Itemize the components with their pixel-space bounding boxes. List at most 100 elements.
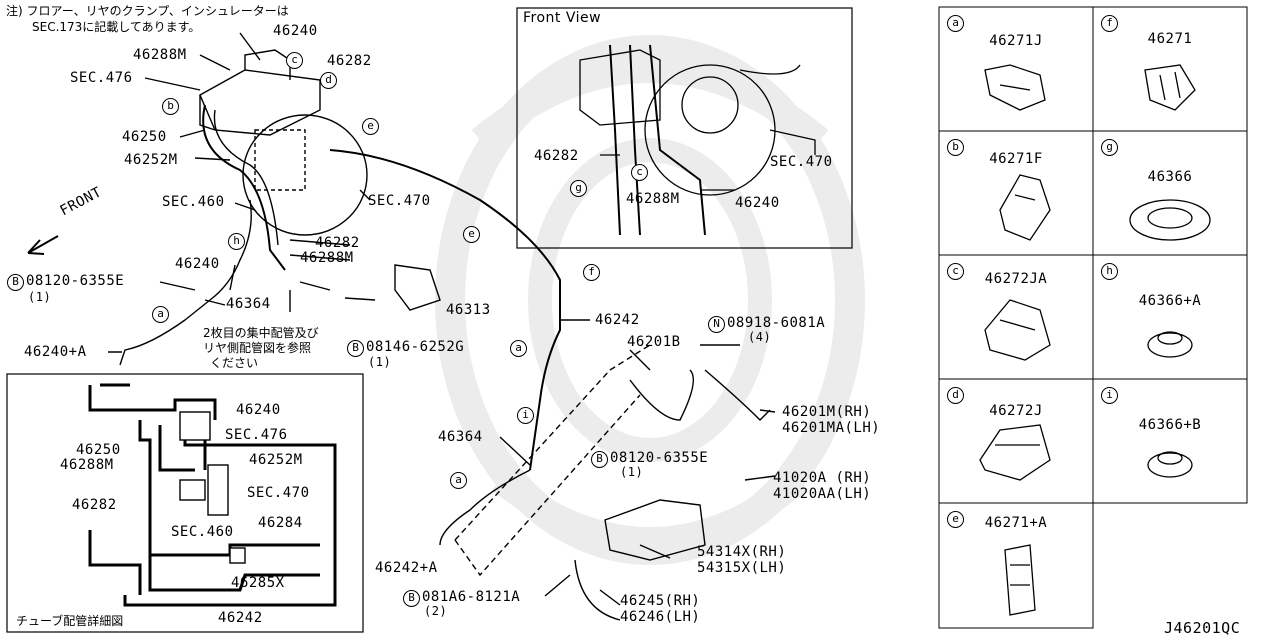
label-sec460: SEC.460 [162, 194, 225, 210]
label-46313: 46313 [446, 302, 491, 318]
fv-label-46240: 46240 [735, 195, 780, 211]
fv-label-sec470: SEC.470 [770, 154, 833, 170]
clip-letter: f [1101, 15, 1118, 32]
clip-cell-c: c 46272JA [939, 255, 1093, 379]
detail-frame [6, 373, 364, 633]
label-46288m-mid: 46288M [300, 250, 354, 266]
clip-part-number: 46271 [1147, 31, 1193, 47]
label-bolt-081a6-8121a: 081A6-8121A [422, 589, 521, 605]
callout-h: h [228, 233, 245, 250]
clip-letter: c [947, 263, 964, 280]
label-46246-lh: 46246(LH) [620, 609, 701, 625]
label-bolt-qty-4: (2) [424, 604, 448, 618]
label-sec470: SEC.470 [368, 193, 431, 209]
label-46364-mid: 46364 [438, 429, 483, 445]
label-bolt-qty-2: (1) [368, 355, 392, 369]
detail-label-sec470: SEC.470 [247, 485, 310, 501]
callout-c: c [286, 52, 303, 69]
detail-label-46252m: 46252M [249, 452, 303, 468]
label-bolt-08120-6355e: 08120-6355E [26, 273, 125, 289]
callout-b: b [162, 98, 179, 115]
label-46252m: 46252M [124, 152, 178, 168]
clip-cell-f: f 46271 [1093, 7, 1247, 131]
front-view-booster [644, 64, 776, 196]
label-46240a: 46240+A [24, 344, 87, 360]
label-46364-left: 46364 [226, 296, 271, 312]
label-54314x-rh: 54314X(RH) [697, 544, 787, 560]
label-46250: 46250 [122, 129, 167, 145]
clip-letter: g [1101, 139, 1118, 156]
fv-callout-g: g [570, 180, 587, 197]
callout-i: i [517, 407, 534, 424]
detail-title: チューブ配管詳細図 [16, 614, 124, 628]
detail-label-sec476: SEC.476 [225, 427, 288, 443]
clip-part-number: 46272JA [984, 271, 1048, 287]
callout-a-1: a [152, 306, 169, 323]
bolt-b-marker-2: B [347, 340, 364, 357]
detail-label-46240: 46240 [236, 402, 281, 418]
clip-cell-i: i 46366+B [1093, 379, 1247, 503]
note-line-2: SEC.173に記載してあります。 [32, 20, 201, 34]
callout-f: f [583, 264, 600, 281]
label-46201m-rh: 46201M(RH) [782, 404, 872, 420]
clip-letter: b [947, 139, 964, 156]
detail-label-sec460: SEC.460 [171, 524, 234, 540]
clip-letter: i [1101, 387, 1118, 404]
clip-letter: e [947, 511, 964, 528]
brake-booster [242, 114, 368, 236]
detail-label-46285x: 46285X [231, 575, 285, 591]
callout-e-2: e [463, 226, 480, 243]
label-46288m-top: 46288M [133, 47, 187, 63]
clip-cell-g: g 46366 [1093, 131, 1247, 255]
bolt-b-marker-4: B [403, 590, 420, 607]
callout-a-3: a [450, 472, 467, 489]
clip-part-number: 46366+A [1138, 293, 1202, 309]
detail-label-46282: 46282 [72, 497, 117, 513]
label-bolt-08146-6252g: 08146-6252G [366, 339, 465, 355]
detail-label-46288m: 46288M [60, 457, 114, 473]
detail-label-46284: 46284 [258, 515, 303, 531]
front-view-frame [516, 7, 853, 249]
bolt-b-marker-3: B [591, 451, 608, 468]
abs-actuator [199, 69, 321, 136]
clip-cell-a: a 46271J [939, 7, 1093, 131]
label-46240-top: 46240 [273, 23, 318, 39]
fv-callout-c: c [631, 164, 648, 181]
label-41020aa-lh: 41020AA(LH) [773, 486, 872, 502]
detail-label-46250: 46250 [76, 442, 121, 458]
label-46245-rh: 46245(RH) [620, 593, 701, 609]
label-bolt-08120-6355e-2: 08120-6355E [610, 450, 709, 466]
fv-label-46282: 46282 [534, 148, 579, 164]
clip-letter: d [947, 387, 964, 404]
clip-cell-e: e 46271+A [939, 503, 1093, 628]
label-sec476: SEC.476 [70, 70, 133, 86]
bolt-b-marker-1: B [7, 274, 24, 291]
label-46240-left: 46240 [175, 256, 220, 272]
callout-a-2: a [510, 340, 527, 357]
label-46201ma-lh: 46201MA(LH) [782, 420, 881, 436]
clip-part-number: 46366 [1147, 169, 1193, 185]
clip-letter: h [1101, 263, 1118, 280]
label-bolt-qty-3: (1) [620, 465, 644, 479]
reference-note-2: リヤ側配管図を参照 [203, 341, 312, 355]
reference-note-1: 2枚目の集中配管及び [203, 326, 319, 340]
nut-n-marker: N [708, 316, 725, 333]
clip-part-number: 46271F [989, 151, 1043, 167]
front-view-title: Front View [523, 10, 602, 26]
label-46201b: 46201B [627, 334, 681, 350]
clip-part-number: 46271+A [984, 515, 1048, 531]
label-nut-08918-6081a: 08918-6081A [727, 315, 826, 331]
label-46242: 46242 [595, 312, 640, 328]
clip-part-number: 46271J [989, 33, 1043, 49]
figure-id: J46201QC [1164, 619, 1241, 637]
callout-e-1: e [362, 118, 379, 135]
label-46282-mid: 46282 [315, 235, 360, 251]
clip-cell-b: b 46271F [939, 131, 1093, 255]
clip-cell-h: h 46366+A [1093, 255, 1247, 379]
note-line-1: 注) フロアー、リヤのクランプ、インシュレーターは [6, 4, 289, 18]
label-46282-top: 46282 [327, 53, 372, 69]
fv-label-46288m: 46288M [626, 191, 680, 207]
label-46242a: 46242+A [375, 560, 438, 576]
label-nut-qty: (4) [748, 330, 772, 344]
